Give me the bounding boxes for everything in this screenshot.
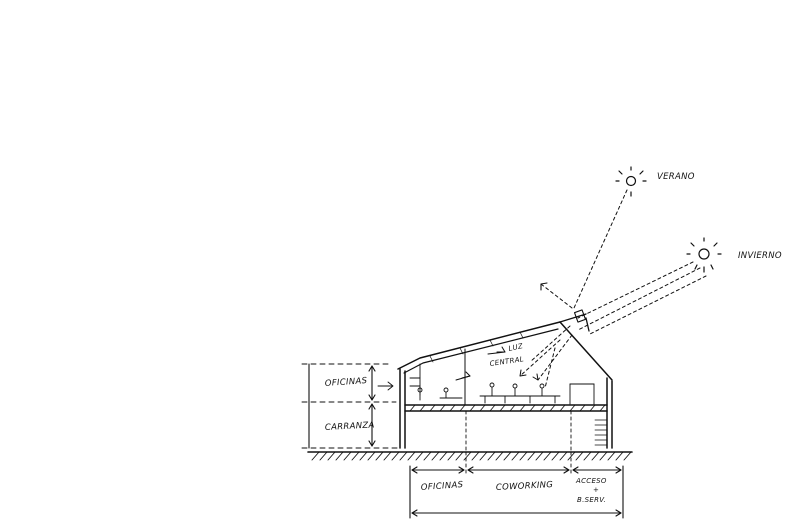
lower-level-label: CARRANZA <box>325 420 375 433</box>
zone-access-label-2: + <box>593 486 599 494</box>
zone-access-label-3: B.SERV. <box>577 496 606 504</box>
zone-offices-label: OFICINAS <box>421 480 464 493</box>
reflected-arrow-icon <box>540 282 548 291</box>
building-section <box>307 313 633 477</box>
zone-dimensions <box>409 465 624 519</box>
central-light-label-2: CENTRAL <box>489 355 524 368</box>
sun-rays <box>540 189 707 335</box>
winter-sun-icon <box>686 237 722 273</box>
upper-level-label: OFICINAS <box>325 376 368 389</box>
central-light-label-1: LUZ <box>508 342 524 353</box>
summer-sun-icon <box>615 166 647 197</box>
winter-label: INVIERNO <box>738 251 782 261</box>
zone-coworking-label: COWORKING <box>496 480 554 493</box>
level-dimensions <box>301 363 399 449</box>
zone-access-label-1: ACCESO <box>575 477 607 485</box>
summer-label: VERANO <box>657 172 695 182</box>
